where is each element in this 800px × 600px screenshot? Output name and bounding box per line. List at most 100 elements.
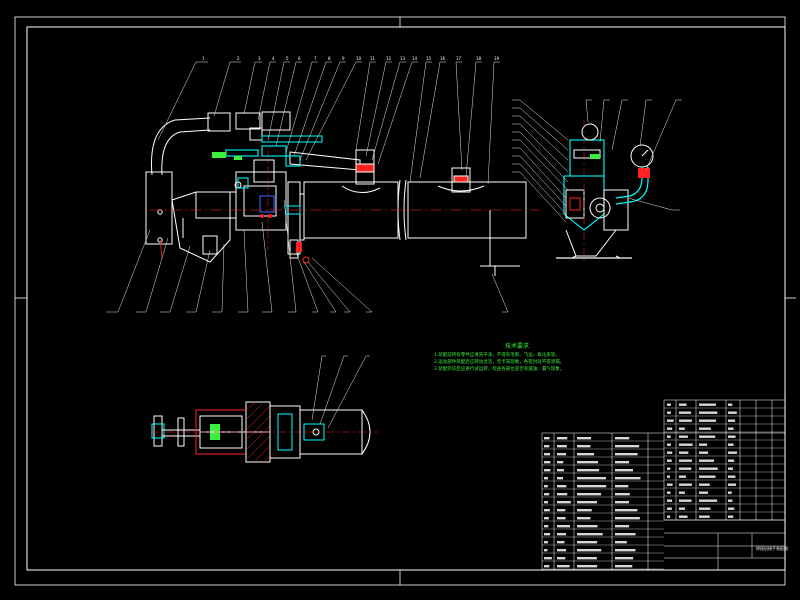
svg-text:18: 18 [476, 56, 482, 61]
parts-list-text-mark [728, 491, 732, 494]
parts-list-text-mark [577, 461, 598, 464]
svg-text:1: 1 [202, 56, 205, 61]
parts-list-text-mark [544, 437, 550, 440]
parts-list-text-mark [557, 517, 566, 520]
parts-list-text-mark [679, 499, 692, 502]
parts-list-text-mark [544, 493, 550, 496]
svg-text:13: 13 [400, 56, 406, 61]
parts-list-text-mark [728, 483, 737, 486]
parts-list-text-mark [699, 459, 715, 462]
parts-list-text-mark [577, 509, 592, 512]
parts-list-text-mark [699, 411, 718, 414]
parts-list-text-mark [577, 501, 598, 504]
parts-list-text-mark [667, 507, 672, 510]
parts-list-text-mark [615, 533, 636, 536]
parts-list-text-mark [699, 499, 718, 502]
parts-list-text-mark [728, 475, 736, 478]
side-view [556, 120, 654, 264]
parts-list-text-mark [679, 483, 692, 486]
parts-list-text-mark [699, 451, 709, 454]
svg-text:7: 7 [314, 56, 317, 61]
parts-list-text-mark [557, 493, 568, 496]
parts-list-text-mark [667, 403, 671, 406]
parts-list-text-mark [577, 469, 600, 472]
parts-list-text-mark [667, 443, 671, 446]
parts-list-text-mark [544, 565, 550, 568]
svg-text:11: 11 [370, 56, 376, 61]
parts-list-text-mark [667, 499, 673, 502]
parts-list-text-mark [544, 485, 548, 488]
parts-list-text-mark [557, 541, 565, 544]
parts-list-text-mark [544, 557, 552, 560]
parts-list-text-mark [557, 565, 570, 568]
parts-list-text-mark [544, 461, 551, 464]
parts-list-rows [542, 407, 785, 570]
parts-list-text-mark [615, 501, 630, 504]
svg-text:9: 9 [342, 56, 345, 61]
parts-list-text-mark [615, 453, 638, 456]
parts-list-text-mark [615, 565, 633, 568]
parts-list-text-mark [544, 453, 551, 456]
parts-list-text-mark [615, 517, 640, 520]
parts-list-text-mark [615, 509, 638, 512]
main-assembly-view [145, 111, 540, 276]
parts-list-text-mark [615, 493, 630, 496]
parts-list-text-mark [557, 533, 566, 536]
parts-list-text-mark [544, 509, 550, 512]
svg-text:3: 3 [258, 56, 261, 61]
parts-list-text-mark [557, 461, 564, 464]
parts-list-marks [544, 403, 737, 568]
parts-list-text-mark [679, 507, 686, 510]
parts-list-text-mark [557, 557, 566, 560]
parts-list-text-mark [557, 509, 566, 512]
parts-list-text-mark [728, 515, 734, 518]
parts-list-text-mark [615, 541, 627, 544]
svg-text:2: 2 [237, 56, 240, 61]
parts-list-text-mark [544, 501, 549, 504]
parts-list-text-mark [699, 491, 708, 494]
parts-list-text-mark [728, 507, 735, 510]
parts-list-text-mark [728, 451, 737, 454]
parts-list-text-mark [544, 549, 548, 552]
parts-list-text-mark [728, 411, 737, 414]
parts-list-text-mark [679, 491, 685, 494]
svg-text:19: 19 [494, 56, 500, 61]
parts-list-text-mark [577, 485, 607, 488]
parts-list-text-mark [699, 483, 710, 486]
parts-list-text-mark [667, 459, 672, 462]
parts-list-text-mark [679, 515, 688, 518]
svg-text:8: 8 [328, 56, 331, 61]
parts-list-text-mark [667, 467, 671, 470]
svg-text:10: 10 [356, 56, 362, 61]
parts-list-text-mark [679, 435, 688, 438]
title-block-name: 焊接机械手装配图 [756, 545, 788, 551]
parts-list-text-mark [544, 541, 548, 544]
technical-requirement-line-2: 2.运动部件装配后应转动灵活，无卡滞现象，各密封处不得渗漏。 [434, 360, 565, 365]
parts-list-text-mark [699, 467, 718, 470]
parts-list-text-mark [577, 517, 591, 520]
parts-list-text-mark [615, 445, 640, 448]
parts-list-text-mark [667, 411, 671, 414]
parts-list-text-mark [679, 419, 692, 422]
parts-list-text-mark [728, 467, 734, 470]
technical-requirement-line-3: 3.装配完毕后应进行试运转，检查各部位是否有漏油、漏气现象。 [434, 367, 565, 372]
parts-list-text-mark [679, 443, 693, 446]
parts-list-text-mark [557, 485, 567, 488]
svg-text:16: 16 [440, 56, 446, 61]
svg-text:17: 17 [456, 56, 462, 61]
parts-list-text-mark [615, 437, 630, 440]
parts-list-text-mark [544, 469, 551, 472]
sheet-inner-border [26, 26, 786, 571]
parts-list-text-mark [699, 435, 716, 438]
svg-text:5: 5 [286, 56, 289, 61]
title-block [541, 399, 786, 571]
parts-list-text-mark [615, 477, 641, 480]
parts-list-text-mark [557, 549, 567, 552]
parts-list-text-mark [667, 427, 673, 430]
parts-list-text-mark [577, 533, 603, 536]
parts-list-text-mark [667, 491, 671, 494]
svg-text:6: 6 [298, 56, 301, 61]
parts-list-text-mark [557, 437, 568, 440]
parts-list-text-mark [544, 445, 550, 448]
